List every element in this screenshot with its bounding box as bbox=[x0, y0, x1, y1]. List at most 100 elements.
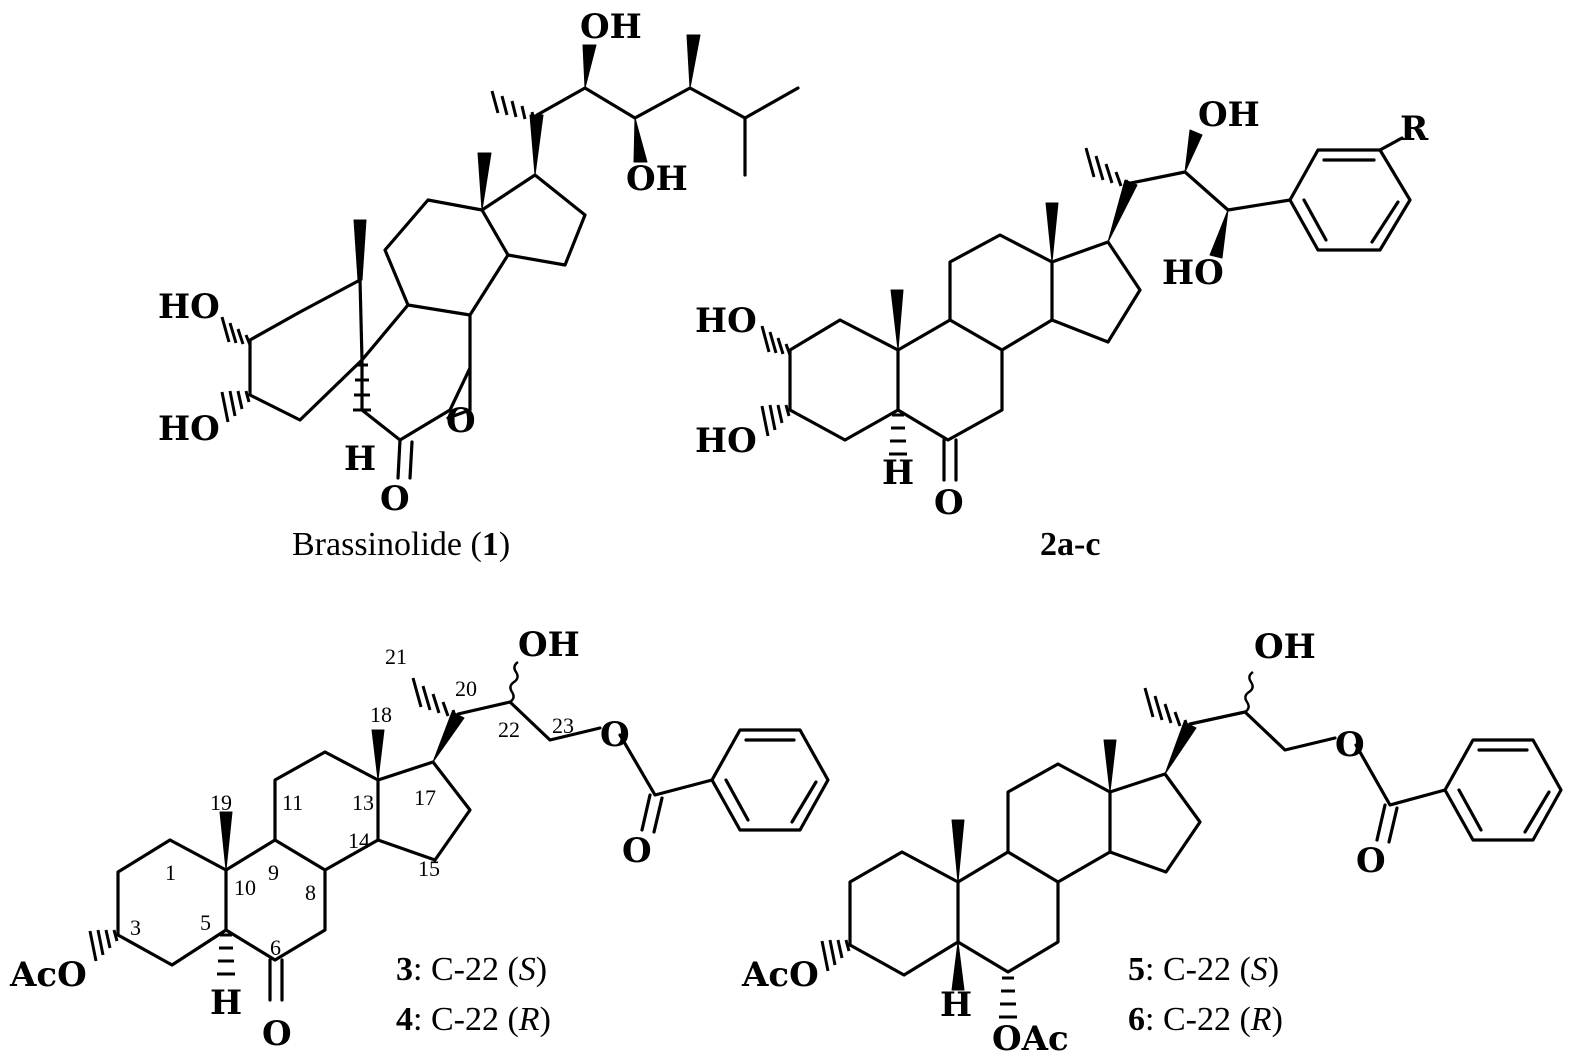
bond bbox=[480, 173, 587, 267]
hash-bond bbox=[220, 316, 252, 346]
bond bbox=[1354, 743, 1447, 807]
hash-bond bbox=[490, 90, 536, 121]
atom-label: AcO bbox=[741, 955, 819, 995]
atom-label: O bbox=[262, 1014, 292, 1054]
bond bbox=[360, 303, 472, 442]
wavy-bond bbox=[1244, 671, 1254, 713]
wedge-bond bbox=[686, 34, 701, 89]
atom-number: 10 bbox=[234, 875, 256, 900]
bond bbox=[1188, 710, 1337, 752]
wedge-bond bbox=[371, 729, 385, 781]
hash-bond bbox=[820, 939, 851, 972]
bond bbox=[948, 233, 1054, 352]
atom-label: O bbox=[600, 715, 630, 755]
caption-compound-5: 5: C-22 (S) bbox=[1128, 951, 1279, 988]
atom-number: 18 bbox=[370, 702, 392, 727]
bond bbox=[1288, 148, 1412, 252]
bond bbox=[396, 438, 402, 480]
atom-number: 19 bbox=[210, 790, 232, 815]
bond bbox=[1375, 803, 1387, 842]
atom-number: 23 bbox=[552, 713, 574, 738]
atom-label: HO bbox=[1162, 253, 1224, 293]
atom-label: H bbox=[210, 983, 242, 1023]
atom-label: H bbox=[940, 985, 972, 1025]
bond bbox=[1050, 240, 1142, 344]
atom-label: OH bbox=[518, 625, 580, 665]
bond bbox=[456, 700, 602, 742]
atom-number: 8 bbox=[305, 880, 316, 905]
bond bbox=[116, 838, 228, 967]
atom-label: O bbox=[380, 479, 410, 519]
atom-number: 5 bbox=[200, 910, 211, 935]
atom-label: O bbox=[446, 401, 476, 441]
atom-number: 11 bbox=[282, 790, 303, 815]
bond bbox=[618, 733, 714, 797]
bond bbox=[383, 198, 510, 317]
bond bbox=[376, 760, 472, 862]
wedge-bond bbox=[582, 44, 597, 89]
atom-label: HO bbox=[158, 409, 220, 449]
bond bbox=[1457, 788, 1483, 832]
wedge-bond bbox=[1209, 209, 1229, 259]
atom-label: HO bbox=[158, 287, 220, 327]
bond bbox=[224, 838, 327, 962]
wavy-bond bbox=[509, 661, 519, 703]
wedge-bond bbox=[1045, 202, 1059, 263]
bond bbox=[848, 850, 960, 977]
bond bbox=[408, 440, 414, 480]
atom-number: 9 bbox=[268, 860, 279, 885]
atom-number: 1 bbox=[165, 860, 176, 885]
wedge-bond bbox=[353, 219, 367, 281]
atom-label: H bbox=[882, 453, 914, 493]
bond bbox=[724, 778, 750, 822]
caption-compound-3: 3: C-22 (S) bbox=[396, 951, 547, 988]
wedge-bond bbox=[219, 811, 233, 871]
atom-label: O bbox=[1356, 841, 1386, 881]
bond bbox=[896, 318, 1004, 442]
atom-number: 15 bbox=[418, 856, 440, 881]
atom-label: OH bbox=[1198, 95, 1260, 135]
wedge-bond bbox=[477, 152, 492, 211]
wedge-bond bbox=[529, 114, 544, 176]
hash-bond bbox=[760, 404, 791, 437]
bond bbox=[1387, 806, 1399, 844]
hash-bond bbox=[999, 976, 1017, 1019]
atom-label: OAc bbox=[992, 1019, 1069, 1059]
caption-compound-4: 4: C-22 (R) bbox=[396, 1001, 551, 1038]
wedge-bond bbox=[951, 941, 965, 991]
wedge-bond bbox=[1103, 739, 1117, 793]
caption-2a-c: 2a-c bbox=[1040, 526, 1100, 563]
hash-bond bbox=[889, 413, 907, 456]
hash-bond bbox=[353, 363, 371, 412]
atom-label: OH bbox=[580, 7, 642, 47]
bond bbox=[788, 318, 900, 442]
atom-label: O bbox=[1335, 725, 1365, 765]
bond bbox=[446, 366, 472, 420]
wedge-bond bbox=[890, 289, 904, 351]
bond bbox=[273, 750, 380, 872]
atom-label: O bbox=[622, 831, 652, 871]
atom-number: 3 bbox=[130, 915, 141, 940]
atom-label: OH bbox=[1254, 627, 1316, 667]
atom-number: 6 bbox=[270, 935, 281, 960]
bond bbox=[535, 86, 800, 120]
bond bbox=[790, 780, 818, 824]
wedge-bond bbox=[1164, 721, 1197, 775]
atom-label: H bbox=[344, 439, 376, 479]
caption-compound-6: 6: C-22 (R) bbox=[1128, 1001, 1283, 1038]
wedge-bond bbox=[1107, 179, 1138, 243]
hash-bond bbox=[1143, 687, 1190, 730]
hash-bond bbox=[411, 677, 458, 720]
atom-number: 22 bbox=[498, 717, 520, 742]
atom-label: HO bbox=[695, 301, 757, 341]
bond bbox=[640, 793, 652, 832]
hash-bond bbox=[217, 933, 235, 976]
atom-label: OH bbox=[626, 159, 688, 199]
bond bbox=[710, 728, 830, 832]
atom-label: AcO bbox=[9, 955, 87, 995]
structure-3-4: OH O O AcO H O 1 3 5 6 8 9 10 11 13 14 1… bbox=[9, 625, 830, 1054]
atom-label: O bbox=[934, 483, 964, 523]
bond bbox=[1370, 200, 1400, 244]
bond bbox=[1129, 170, 1292, 212]
bond bbox=[1523, 790, 1551, 834]
